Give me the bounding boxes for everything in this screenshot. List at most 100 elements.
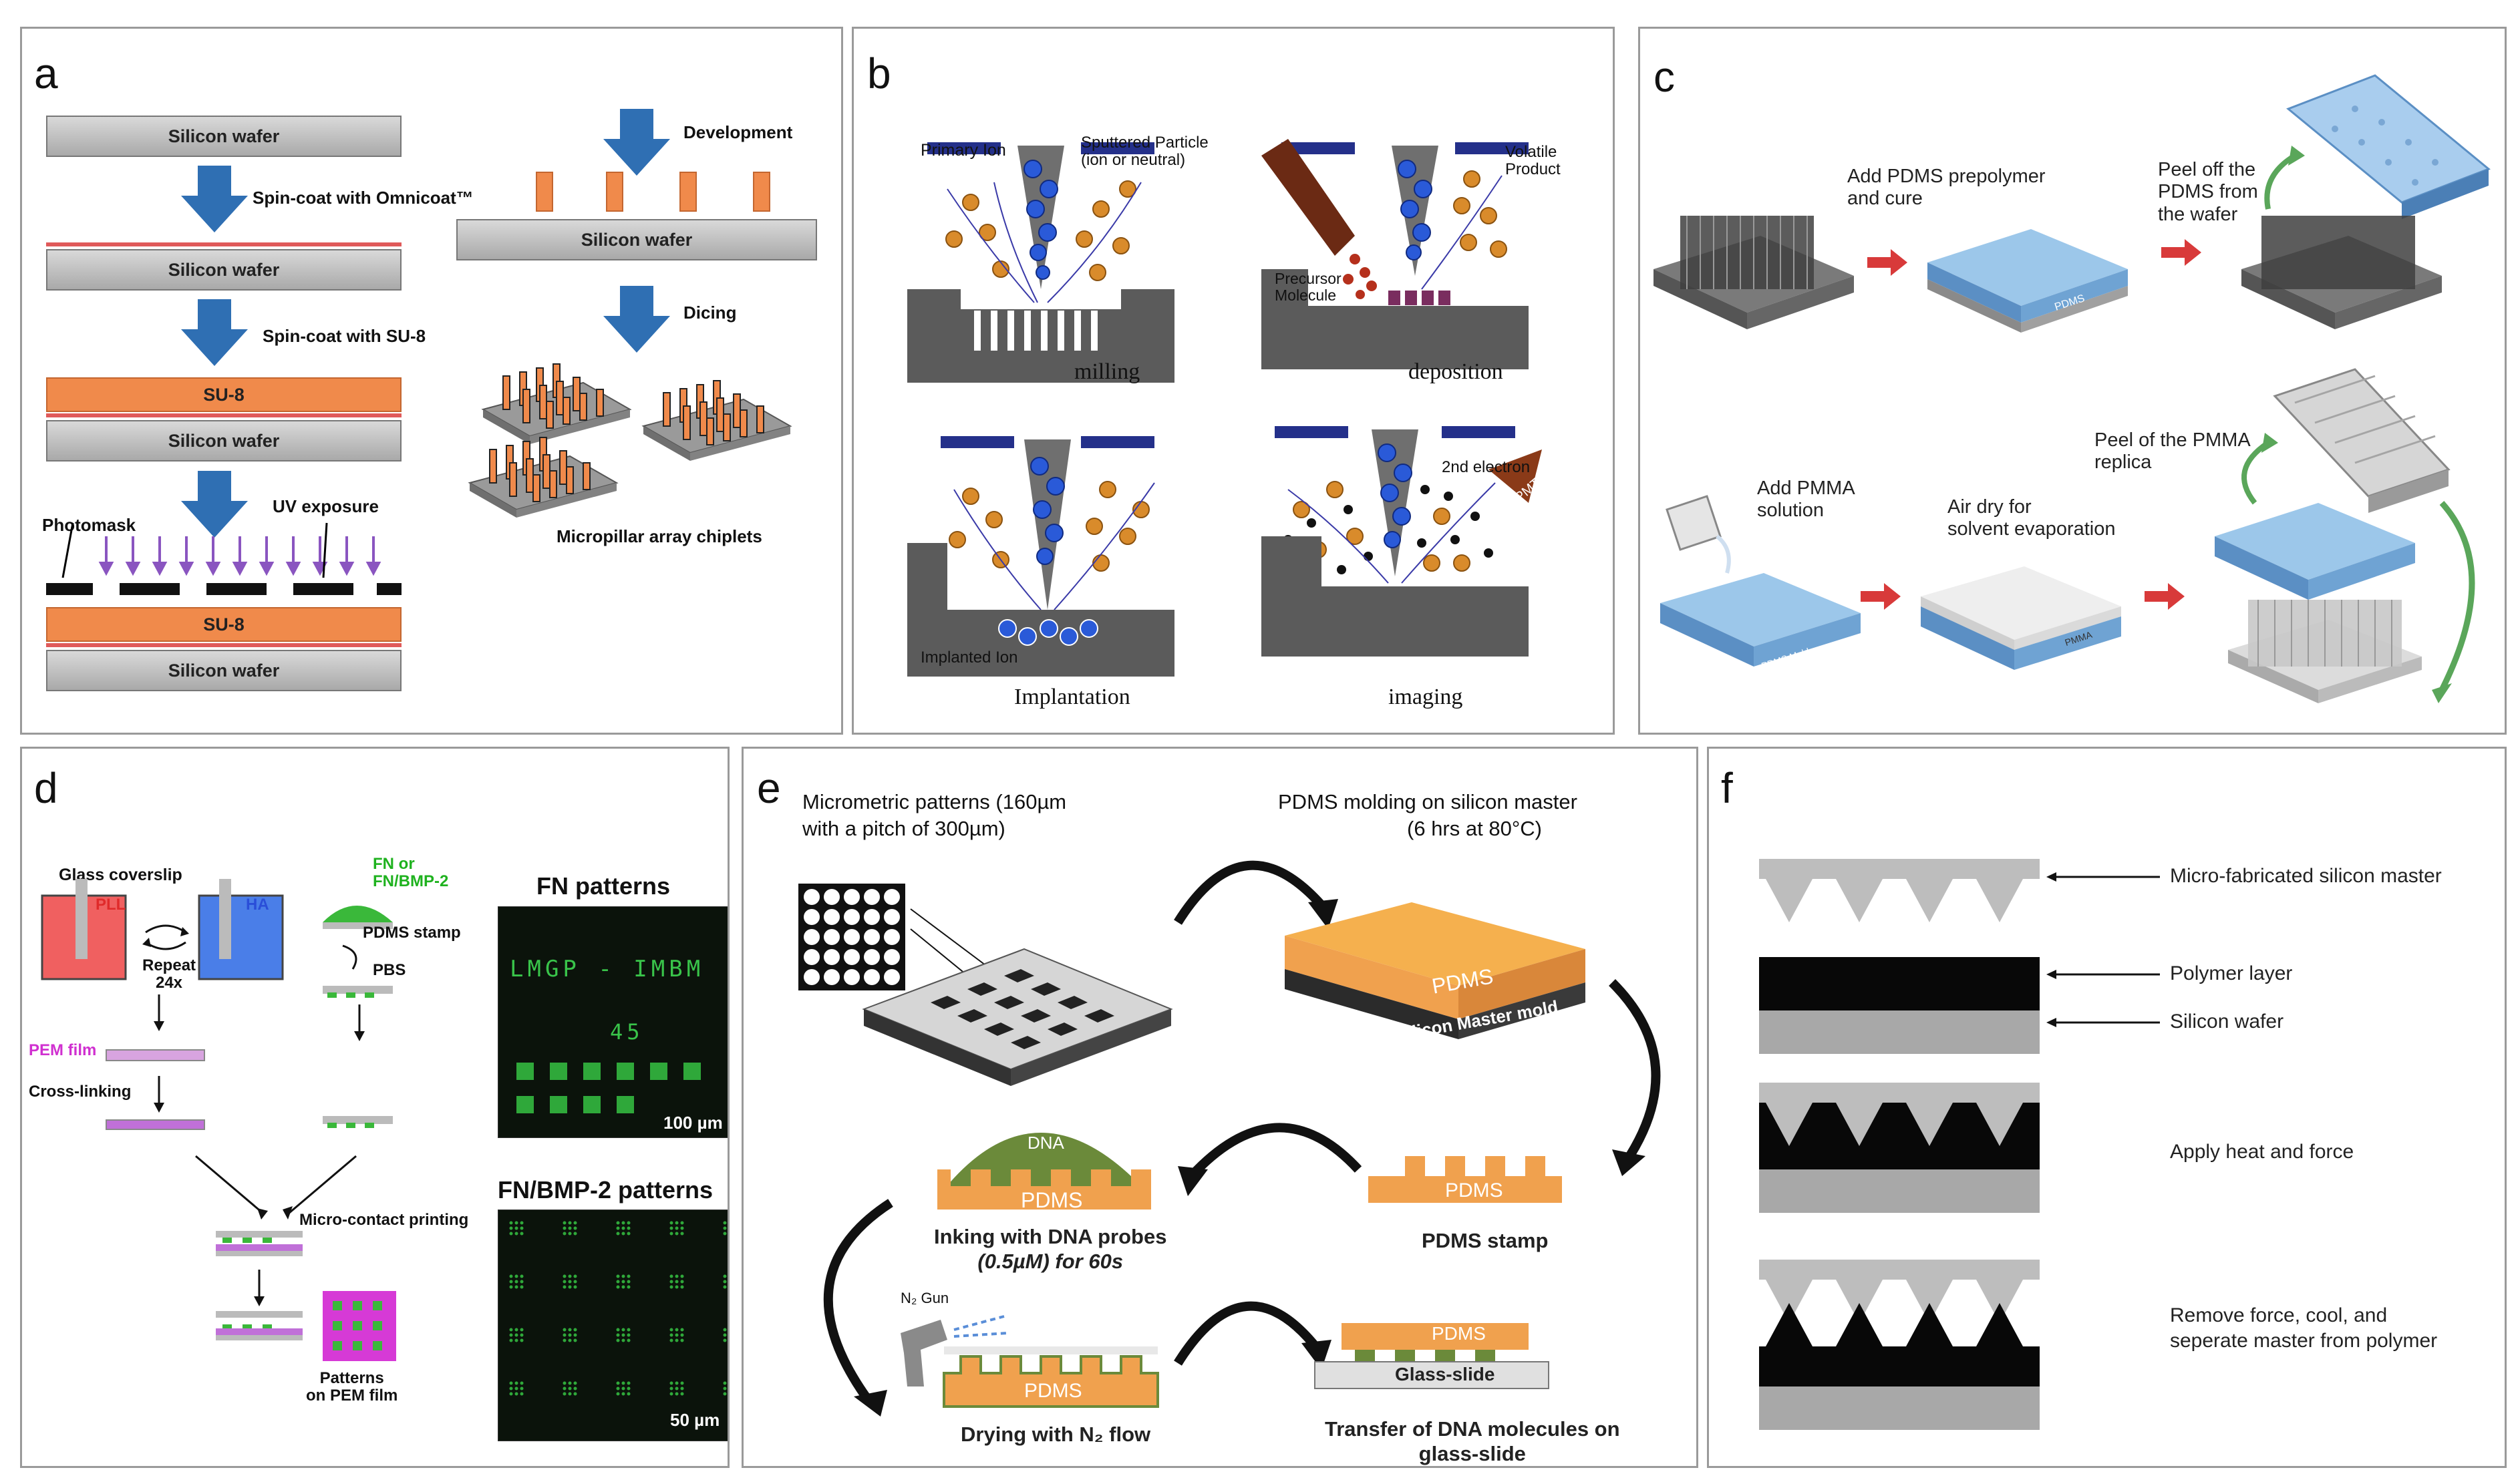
curved-arrow-1 xyxy=(1174,860,1338,929)
chiplets-label: Micropillar array chiplets xyxy=(557,526,762,546)
glass-slide-label: Glass-slide xyxy=(1395,1364,1495,1384)
crosslinked-film xyxy=(106,1119,205,1130)
curved-arrow-3 xyxy=(1178,1123,1362,1196)
curved-arrow-4 xyxy=(823,1199,893,1417)
fn-patterns-title: FN patterns xyxy=(536,872,671,900)
panel-label-a: a xyxy=(34,49,58,98)
dna-inked-stamp xyxy=(937,1133,1151,1210)
silicon-master-mold-1 xyxy=(862,908,1173,1086)
pbs-label: PBS xyxy=(373,961,406,979)
polymer-layer xyxy=(1759,957,2040,1010)
curved-arrow-2 xyxy=(1609,979,1661,1176)
pdms-label-4: PDMS xyxy=(1024,1380,1082,1402)
panel-label-e: e xyxy=(757,764,781,812)
milling-diagram xyxy=(907,142,1174,383)
su8-layer-2: SU-8 xyxy=(46,607,402,642)
pdms-label-2: PDMS xyxy=(1445,1179,1503,1201)
beaker-ha xyxy=(198,879,284,980)
down-arrow xyxy=(154,1076,164,1113)
curved-arrow-5 xyxy=(1174,1301,1331,1370)
panel-label-f: f xyxy=(1721,764,1733,812)
pdms-mold-1 xyxy=(1660,573,1861,667)
pmma-replica-peel xyxy=(2215,368,2475,703)
developed-pillars xyxy=(536,172,770,212)
drying-stamp xyxy=(943,1346,1159,1408)
n2-gun-label: N₂ Gun xyxy=(901,1290,949,1306)
n2-gun-icon xyxy=(901,1315,1008,1386)
deposition-caption: deposition xyxy=(1408,359,1503,384)
fn-pattern-text-2: 45 xyxy=(610,1019,644,1045)
milling-caption: milling xyxy=(1074,359,1140,384)
imaging-diagram xyxy=(1261,426,1542,657)
silicon-wafer-2: Silicon wafer xyxy=(46,249,402,291)
pdms-stamp-dome xyxy=(323,906,393,929)
imaging-caption: imaging xyxy=(1388,685,1463,709)
second-electron-label: 2nd electron xyxy=(1442,458,1531,476)
photomask-label: Photomask xyxy=(42,515,136,535)
leader-arrow xyxy=(2046,1018,2160,1027)
red-arrow-icon xyxy=(1867,249,1907,276)
pll-label: PLL xyxy=(96,896,126,914)
panel-label-d: d xyxy=(34,764,58,812)
silicon-wafer-f1 xyxy=(1759,1010,2040,1054)
pdms-stamp-caption: PDMS stamp xyxy=(1422,1229,1549,1252)
uv-rays xyxy=(46,522,402,595)
wafer-label: Silicon wafer xyxy=(2170,1010,2284,1033)
su8-layer-1: SU-8 xyxy=(46,377,402,412)
panel-label-c: c xyxy=(1653,53,1675,101)
panel-b: b Primary Ion Sputtered Particle(ion or … xyxy=(852,27,1615,735)
leader-arrow xyxy=(2046,872,2160,882)
pdms-label-5: PDMS xyxy=(1432,1323,1486,1344)
step-spin-omnicoat: Spin-coat with Omnicoat™ xyxy=(253,188,474,208)
deposition-diagram xyxy=(1261,139,1529,369)
blue-arrow-icon xyxy=(181,166,248,232)
red-arrow-icon xyxy=(1861,583,1901,610)
down-arrow xyxy=(254,1270,265,1306)
step-uv-exposure: UV exposure xyxy=(273,496,379,516)
fnbmp-dot-grid xyxy=(498,1210,728,1410)
red-arrow-icon xyxy=(2161,239,2201,266)
blue-arrow-icon xyxy=(181,471,248,538)
step-dicing: Dicing xyxy=(683,303,737,323)
pdms-on-master xyxy=(1285,902,1585,1039)
down-arrow xyxy=(154,994,164,1031)
scale-100-label: 100 µm xyxy=(663,1113,723,1133)
stamp-2 xyxy=(323,986,393,998)
red-arrow-icon xyxy=(2145,583,2185,610)
pattern-swatch xyxy=(323,1291,396,1361)
stamp-3 xyxy=(323,1116,393,1128)
leader-arrow xyxy=(2046,970,2160,979)
master-label: Micro-fabricated silicon master xyxy=(2170,865,2442,887)
fn-patterns-image xyxy=(498,906,728,1138)
pdms-stamp-label: PDMS stamp xyxy=(363,924,461,942)
pmma-beaker xyxy=(1666,495,1731,574)
merge-arrows xyxy=(195,1155,357,1220)
microcontact-label: Micro-contact printing xyxy=(299,1211,469,1229)
panel-label-b: b xyxy=(867,49,891,98)
pdms-stamp-e xyxy=(1368,1156,1562,1203)
heat-label: Apply heat and force xyxy=(2170,1141,2354,1163)
blue-arrow-icon xyxy=(603,286,670,353)
polymer-label: Polymer layer xyxy=(2170,962,2293,984)
implanted-ion-label: Implanted Ion xyxy=(921,649,1018,667)
pmma-on-pdms xyxy=(1921,566,2121,670)
drying-caption: Drying with N₂ flow xyxy=(961,1423,1151,1446)
dot-pattern-icon xyxy=(798,884,905,990)
down-arrow xyxy=(354,1004,365,1041)
peeled-pdms xyxy=(2241,74,2491,329)
omnicoat-layer xyxy=(46,242,402,246)
implantation-caption: Implantation xyxy=(1014,685,1130,709)
